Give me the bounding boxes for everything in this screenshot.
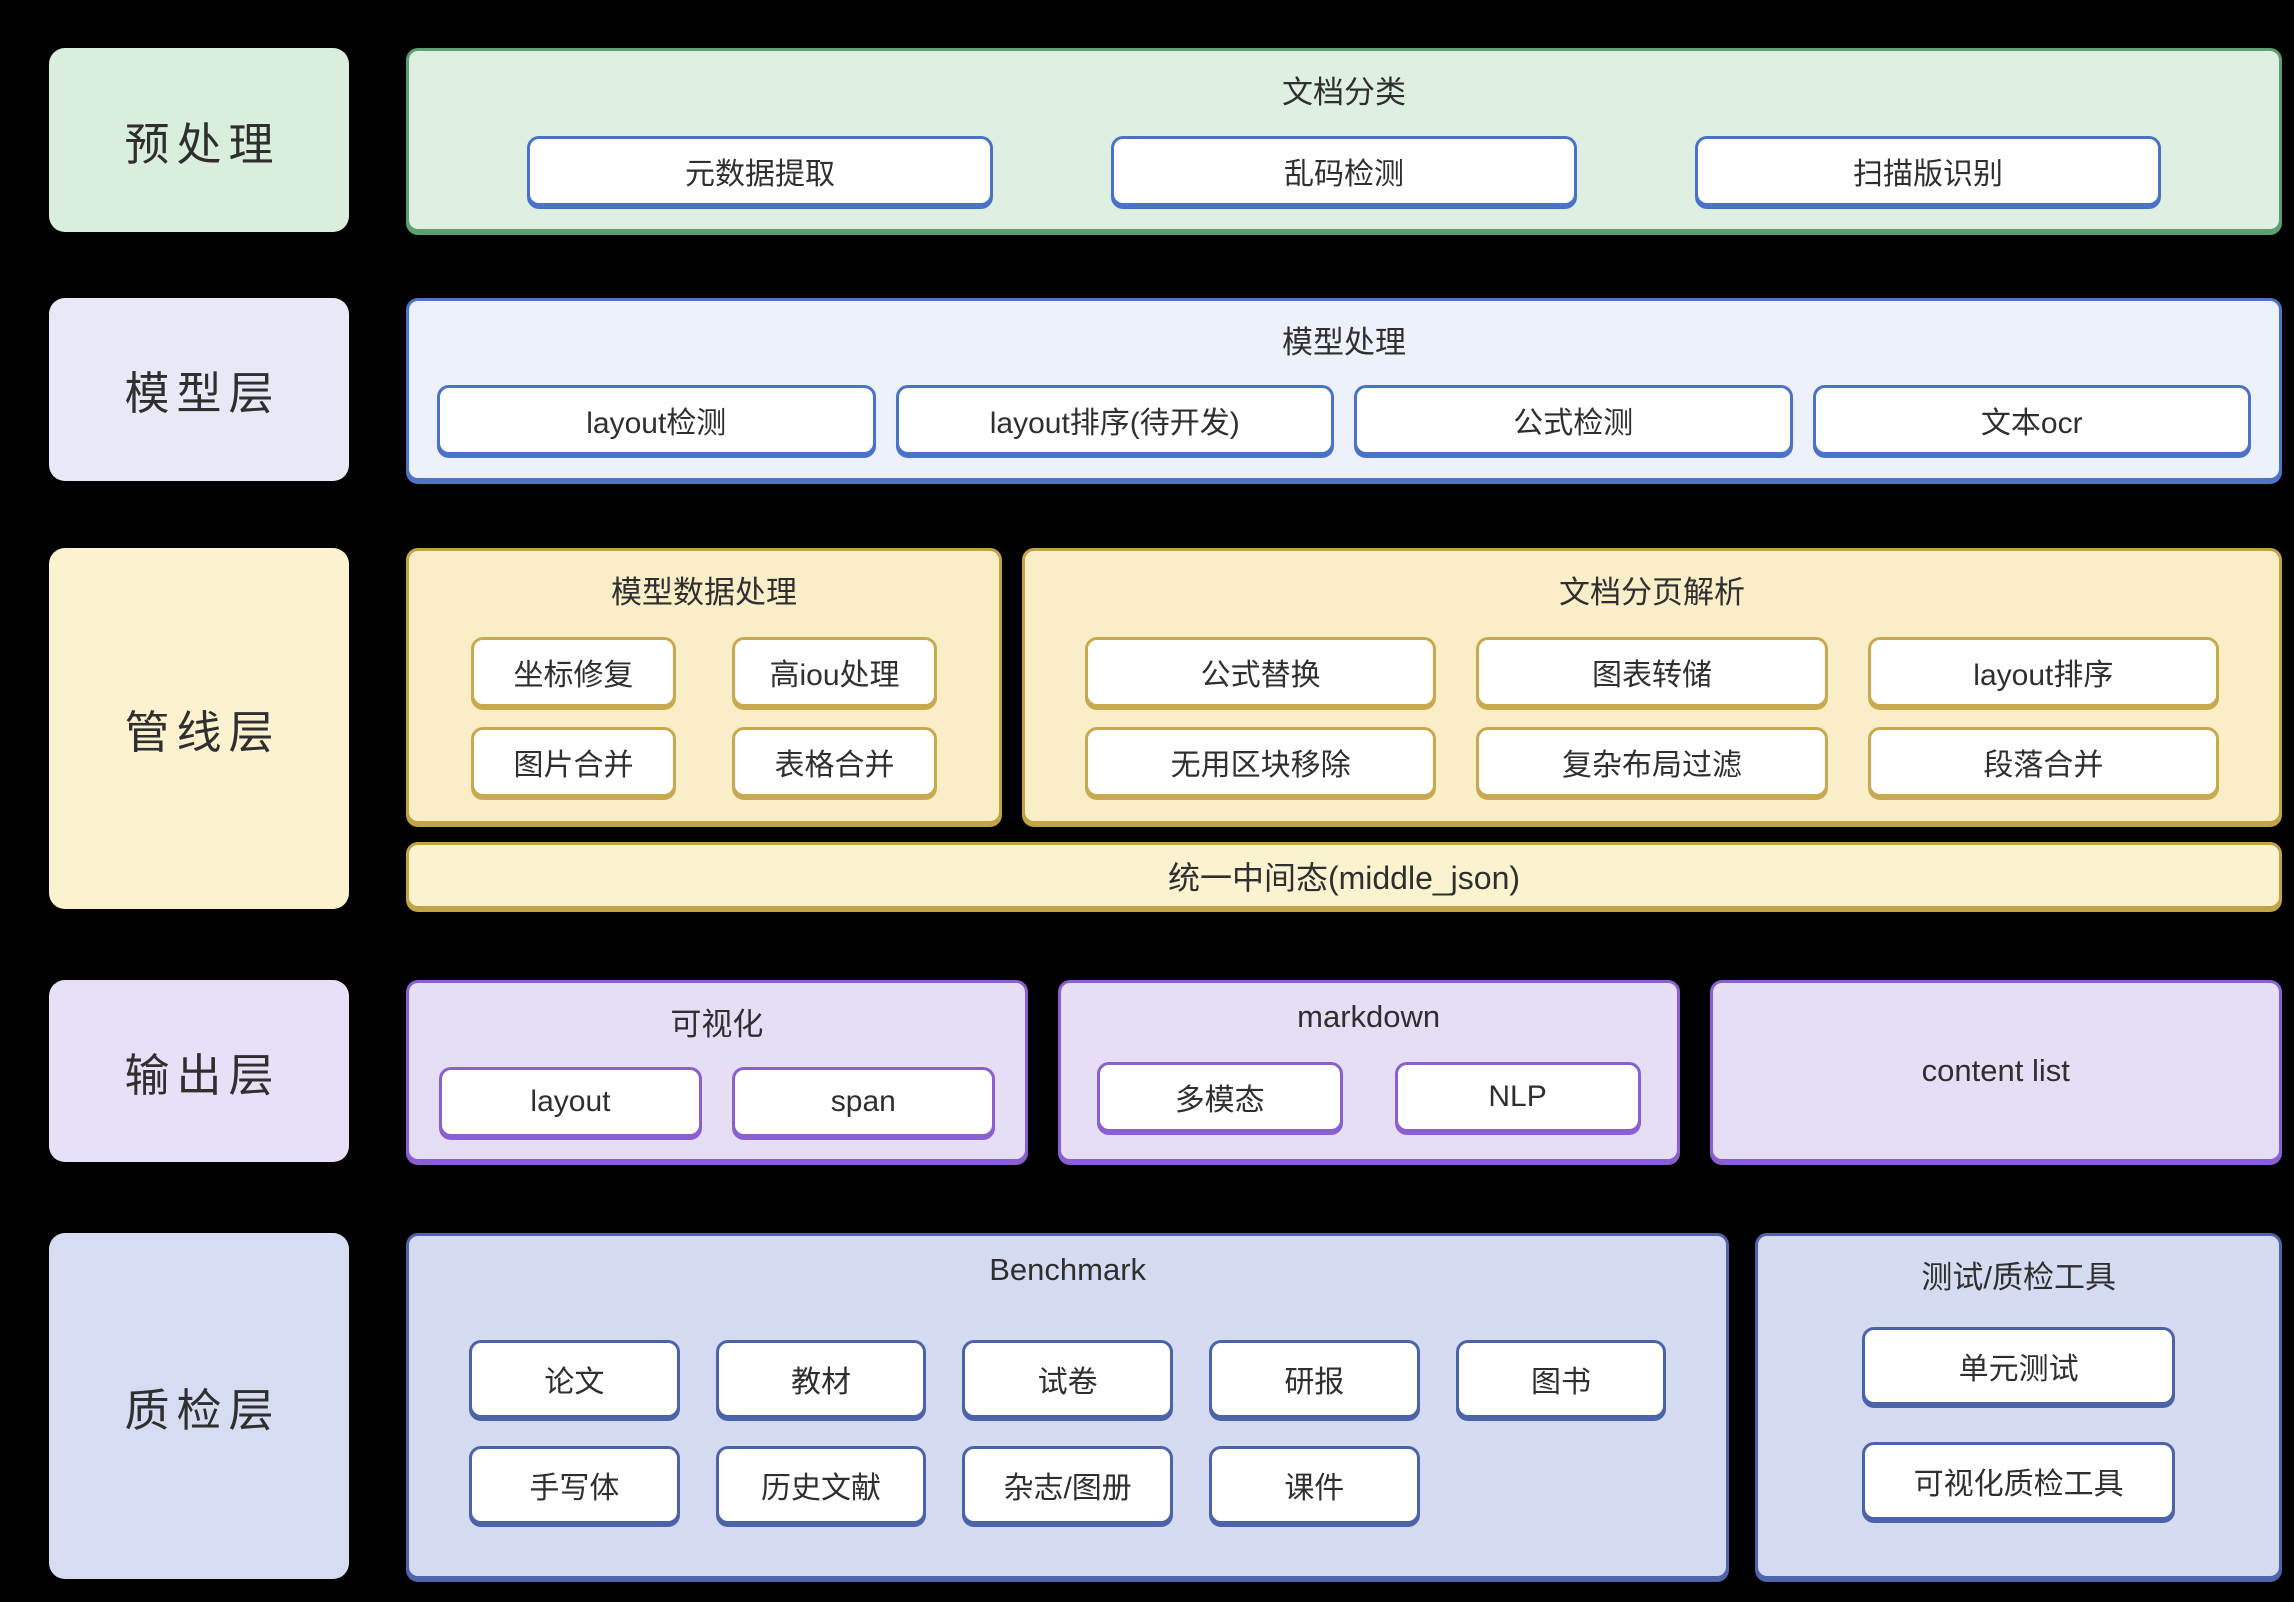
diagram-node: 课件	[1208, 1446, 1420, 1524]
diagram-node: 元数据提取	[527, 135, 993, 206]
diagram-node: 论文	[469, 1340, 680, 1418]
diagram-node: 公式替换	[1085, 636, 1437, 707]
group-model-data-processing: 模型数据处理 坐标修复 高iou处理 图片合并 表格合并	[406, 548, 1002, 824]
diagram-node: 扫描版识别	[1695, 135, 2161, 206]
layer-row-preprocess: 预处理 文档分类 元数据提取 乱码检测 扫描版识别	[49, 48, 2282, 232]
diagram-node: NLP	[1394, 1062, 1641, 1132]
middle-json-bar: 统一中间态(middle_json)	[406, 842, 2282, 909]
diagram-node: 坐标修复	[471, 636, 676, 707]
diagram-node: 单元测试	[1862, 1327, 2175, 1405]
layer-row-qa: 质检层 Benchmark 论文 教材 试卷 研报 图书 手写体 历史文献 杂志…	[49, 1233, 2282, 1579]
diagram-node: 图书	[1455, 1340, 1667, 1418]
layer-row-output: 输出层 可视化 layout span markdown 多模态 NLP con…	[49, 980, 2282, 1162]
layer-label-output: 输出层	[49, 980, 349, 1162]
group-visualization: 可视化 layout span	[406, 980, 1028, 1162]
group-title: Benchmark	[989, 1252, 1147, 1287]
group-markdown: markdown 多模态 NLP	[1057, 980, 1680, 1162]
diagram-node: 试卷	[962, 1340, 1173, 1418]
diagram-node: layout	[439, 1066, 702, 1137]
diagram-node: 历史文献	[715, 1446, 927, 1524]
group-title: content list	[1921, 1053, 2070, 1088]
diagram-node: layout排序(待开发)	[895, 385, 1334, 455]
diagram-node: 公式检测	[1354, 385, 1793, 455]
diagram-node: 高iou处理	[732, 636, 937, 707]
group-model-processing: 模型处理 layout检测 layout排序(待开发) 公式检测 文本ocr	[406, 298, 2282, 481]
layer-row-model: 模型层 模型处理 layout检测 layout排序(待开发) 公式检测 文本o…	[49, 298, 2282, 481]
group-content-list: content list	[1709, 980, 2282, 1162]
group-doc-classification: 文档分类 元数据提取 乱码检测 扫描版识别	[406, 48, 2282, 232]
diagram-node: 教材	[715, 1340, 927, 1418]
group-title: 文档分类	[1282, 75, 1406, 110]
group-title: 文档分页解析	[1559, 575, 1745, 610]
diagram-node: 无用区块移除	[1085, 726, 1437, 797]
group-title: markdown	[1297, 999, 1441, 1034]
diagram-node: 乱码检测	[1111, 135, 1577, 206]
group-title: 可视化	[670, 1007, 764, 1042]
diagram-node: 手写体	[469, 1446, 680, 1524]
diagram-node: layout排序	[1867, 636, 2219, 707]
group-benchmark: Benchmark 论文 教材 试卷 研报 图书 手写体 历史文献 杂志/图册 …	[406, 1233, 1730, 1579]
layer-label-qa: 质检层	[49, 1233, 349, 1579]
diagram-node: 复杂布局过滤	[1476, 726, 1828, 797]
diagram-node: 图表转储	[1476, 636, 1828, 707]
group-title: 测试/质检工具	[1921, 1260, 2116, 1295]
diagram-node: 研报	[1208, 1340, 1420, 1418]
group-doc-page-parsing: 文档分页解析 公式替换 图表转储 layout排序 无用区块移除 复杂布局过滤 …	[1022, 548, 2282, 824]
diagram-node: 图片合并	[471, 726, 676, 797]
layer-label-model: 模型层	[49, 298, 349, 481]
diagram-node: span	[731, 1066, 995, 1137]
diagram-node: 段落合并	[1867, 726, 2219, 797]
layer-label-preprocess: 预处理	[49, 48, 349, 232]
diagram-node: layout检测	[437, 385, 876, 455]
group-title: 模型数据处理	[611, 575, 797, 610]
diagram-node: 多模态	[1096, 1062, 1343, 1132]
layer-row-pipeline: 管线层 模型数据处理 坐标修复 高iou处理 图片合并 表格合并 文档分页解析 …	[49, 548, 2282, 909]
diagram-node: 杂志/图册	[962, 1446, 1173, 1524]
layer-label-pipeline: 管线层	[49, 548, 349, 909]
diagram-node: 可视化质检工具	[1862, 1442, 2175, 1520]
diagram-node: 文本ocr	[1812, 385, 2251, 455]
group-test-qa-tools: 测试/质检工具 单元测试 可视化质检工具	[1755, 1233, 2282, 1579]
diagram-node: 表格合并	[732, 726, 937, 797]
group-title: 模型处理	[1282, 325, 1406, 360]
